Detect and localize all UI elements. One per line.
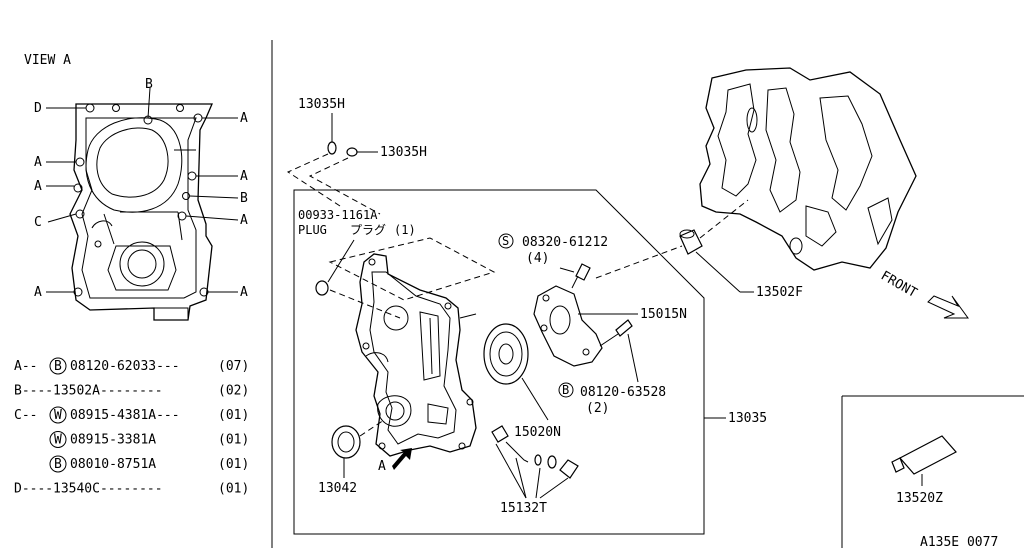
legend-circle-letter: W	[54, 433, 62, 448]
plug-name: PLUG	[298, 223, 327, 237]
legend-part-number: 08915-4381A---	[70, 408, 180, 423]
view-a-callouts: B D A A C A A A B A A	[34, 77, 248, 300]
timing-cover-view-a	[69, 103, 213, 321]
label-13520z: 13520Z	[896, 491, 943, 506]
legend-circle-letter: B	[54, 359, 62, 374]
bolt-08320-61212: S 08320-61212 (4)	[498, 233, 608, 289]
label-13035: 13035	[728, 411, 767, 426]
legend-circle-letter: W	[54, 408, 62, 423]
relief-valve-15132t: 15132T	[491, 425, 579, 516]
callout-a-left-2: A	[34, 179, 42, 194]
oil-seal-13042: 13042	[318, 419, 385, 496]
legend-circle	[49, 406, 67, 424]
legend-key: B----	[14, 384, 53, 399]
bolt-s-qty: (4)	[526, 251, 549, 266]
legend-part-number: 13502A--------	[53, 384, 163, 399]
dowel-13502f: 13502F	[595, 199, 803, 300]
plug-kana: プラグ	[350, 223, 386, 237]
callout-a-left-1: A	[34, 155, 42, 170]
plug-13035h: 13035H 13035H	[286, 97, 427, 215]
view-a-title: VIEW A	[24, 53, 71, 68]
callout-a-right-2: A	[240, 169, 248, 184]
legend-qty: (01)	[218, 457, 249, 472]
sealant-box: 13520Z	[841, 395, 1024, 548]
timing-cover-13035: 13035	[355, 253, 767, 457]
label-15020n: 15020N	[514, 425, 561, 440]
plug-00933: 00933-1161A PLUG プラグ (1)	[298, 208, 496, 319]
label-15132t: 15132T	[500, 501, 547, 516]
legend-circle	[49, 357, 67, 375]
callout-a-right-3: A	[240, 213, 248, 228]
legend-key: C--	[14, 408, 37, 423]
oil-pump-15015n: 15015N	[533, 285, 687, 367]
legend-part-number: 13540C--------	[53, 482, 163, 497]
bolt-s-circle: S	[502, 234, 509, 248]
diagram-code: A135E 0077	[920, 535, 998, 550]
legend-part-number: 08120-62033---	[70, 359, 180, 374]
label-13035h-top: 13035H	[298, 97, 345, 112]
view-a-arrow: A	[378, 448, 412, 474]
legend-qty: (02)	[218, 384, 249, 399]
callout-b-top: B	[145, 77, 153, 92]
bolt-b-qty: (2)	[586, 401, 609, 416]
legend-row: B----13502A-------- (02)	[14, 384, 249, 399]
oil-pump-rotor-15020n: 15020N	[483, 323, 561, 440]
legend: A-- B 08120-62033--- (07) B----13502A-------…	[14, 357, 249, 497]
legend-row: A-- B 08120-62033--- (07)	[14, 357, 249, 375]
plug-qty: (1)	[394, 223, 416, 237]
assembly-boundary	[293, 189, 705, 535]
plug-code: 00933-1161A	[298, 208, 378, 222]
legend-part-number: 08010-8751A	[70, 457, 156, 472]
bolt-s-code: 08320-61212	[522, 235, 608, 250]
engine-block	[699, 67, 917, 271]
callout-b-right: B	[240, 191, 248, 206]
callout-d: D	[34, 101, 42, 116]
callout-a-right-4: A	[240, 285, 248, 300]
legend-circle	[49, 431, 67, 448]
legend-qty: (01)	[218, 433, 249, 448]
callout-a-right-1: A	[240, 111, 248, 126]
label-13502f: 13502F	[756, 285, 803, 300]
bolt-b-code: 08120-63528	[580, 385, 666, 400]
legend-qty: (01)	[218, 408, 249, 423]
legend-part-number: 08915-3381A	[70, 433, 156, 448]
legend-key: D----	[14, 482, 53, 497]
legend-circle	[49, 455, 67, 473]
label-15015n: 15015N	[640, 307, 687, 322]
legend-row: B 08010-8751A (01)	[49, 455, 249, 473]
bolt-08120-63528: B 08120-63528 (2)	[558, 319, 666, 416]
label-13042: 13042	[318, 481, 357, 496]
view-a-arrow-label: A	[378, 459, 386, 474]
legend-qty: (07)	[218, 359, 249, 374]
bolt-b-circle: B	[562, 383, 569, 397]
legend-row: C-- W 08915-4381A--- (01)	[14, 406, 249, 424]
front-label: FRONT	[878, 268, 920, 301]
legend-key: A--	[14, 359, 37, 374]
callout-c: C	[34, 215, 42, 230]
label-13035h-right: 13035H	[380, 145, 427, 160]
legend-qty: (01)	[218, 482, 249, 497]
legend-row: D----13540C-------- (01)	[14, 482, 249, 497]
front-indicator: FRONT	[878, 268, 969, 319]
legend-circle-letter: B	[54, 457, 62, 472]
legend-row: W 08915-3381A (01)	[49, 431, 249, 448]
callout-a-left-3: A	[34, 285, 42, 300]
